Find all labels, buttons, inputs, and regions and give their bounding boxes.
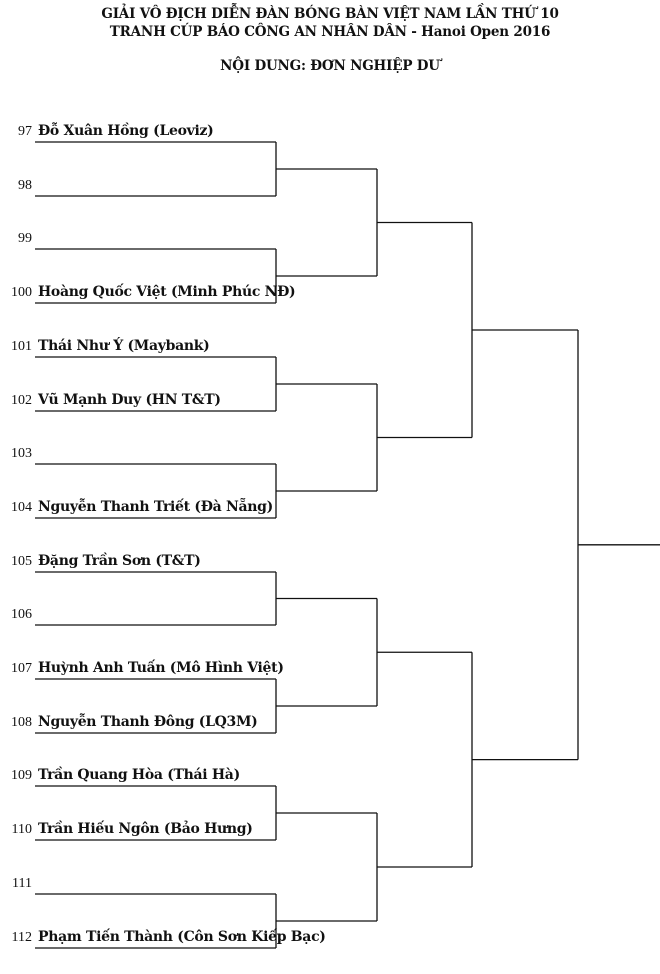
player-name: Nguyễn Thanh Đông (LQ3M) <box>38 714 258 730</box>
seed-number: 100 <box>11 285 32 300</box>
seed-number: 101 <box>11 339 32 354</box>
seed-number: 98 <box>18 178 32 193</box>
seed-number: 104 <box>11 500 32 515</box>
player-name: Trần Hiếu Ngôn (Bảo Hưng) <box>38 821 253 837</box>
player-name: Hoàng Quốc Việt (Minh Phúc NĐ) <box>38 284 296 300</box>
seed-number: 103 <box>11 446 32 461</box>
seed-number: 102 <box>11 393 32 408</box>
player-name: Đỗ Xuân Hồng (Leoviz) <box>38 123 214 139</box>
seed-number: 108 <box>11 715 32 730</box>
event-category: NỘI DUNG: ĐƠN NGHIỆP DƯ <box>220 58 440 74</box>
player-name: Phạm Tiến Thành (Côn Sơn Kiếp Bạc) <box>38 929 326 945</box>
seed-number: 97 <box>18 124 32 139</box>
seed-number: 110 <box>11 822 32 837</box>
seed-number: 111 <box>12 876 32 891</box>
player-name: Đặng Trần Sơn (T&T) <box>38 553 201 569</box>
seed-number: 106 <box>11 607 32 622</box>
tournament-subtitle: TRANH CÚP BÁO CÔNG AN NHÂN DÂN - Hanoi O… <box>109 24 551 40</box>
player-name: Vũ Mạnh Duy (HN T&T) <box>38 392 221 408</box>
tournament-title: GIẢI VÔ ĐỊCH DIỄN ĐÀN BÓNG BÀN VIỆT NAM … <box>101 6 559 22</box>
player-name: Nguyễn Thanh Triết (Đà Nẵng) <box>38 499 273 515</box>
seed-number: 99 <box>18 231 32 246</box>
seed-number: 109 <box>11 768 32 783</box>
seed-number: 105 <box>11 554 32 569</box>
player-name: Thái Như Ý (Maybank) <box>38 338 210 354</box>
seed-number: 107 <box>11 661 32 676</box>
seed-number: 112 <box>11 930 32 945</box>
player-name: Trần Quang Hòa (Thái Hà) <box>38 767 240 783</box>
player-name: Huỳnh Anh Tuấn (Mô Hình Việt) <box>38 660 284 676</box>
